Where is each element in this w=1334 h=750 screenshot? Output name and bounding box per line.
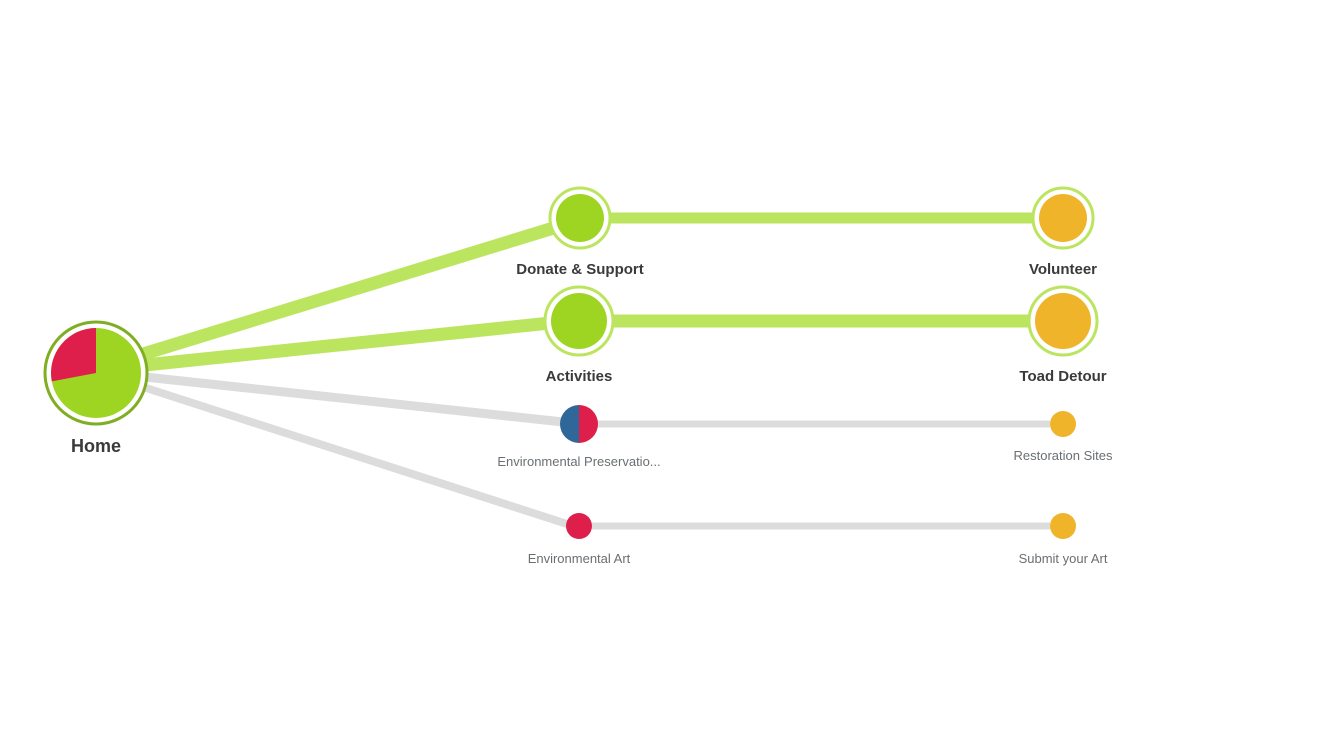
link-home-activities	[138, 315, 567, 372]
links	[133, 212, 1050, 530]
node-label-submit-your-art: Submit your Art	[1019, 551, 1108, 566]
node-submit-your-art[interactable]: Submit your Art	[1019, 513, 1108, 566]
envpres-half-blue	[560, 405, 579, 443]
node-label-environmental-preservation: Environmental Preservatio...	[497, 454, 660, 469]
node-label-toad-detour: Toad Detour	[1019, 368, 1106, 385]
node-label-home: Home	[71, 436, 121, 456]
node-volunteer[interactable]: Volunteer	[1029, 186, 1097, 278]
link-home-envart	[136, 382, 571, 528]
envpres-half-red	[579, 405, 598, 443]
node-label-restoration-sites: Restoration Sites	[1014, 448, 1113, 463]
node-home[interactable]: Home	[43, 320, 149, 456]
node-environmental-preservation[interactable]: Environmental Preservatio...	[497, 405, 661, 469]
node-label-environmental-art: Environmental Art	[528, 551, 631, 566]
home-pie-red	[51, 328, 96, 382]
node-label-donate-support: Donate & Support	[516, 261, 644, 278]
node-environmental-art[interactable]: Environmental Art	[528, 513, 631, 566]
link-home-donate	[133, 219, 567, 362]
link-home-envpres	[140, 372, 568, 427]
node-donate-support[interactable]: Donate & Support	[516, 186, 644, 278]
node-label-activities: Activities	[546, 368, 613, 385]
node-label-volunteer: Volunteer	[1029, 261, 1097, 278]
node-toad-detour[interactable]: Toad Detour	[1019, 285, 1107, 385]
node-activities[interactable]: Activities	[543, 285, 615, 385]
node-restoration-sites[interactable]: Restoration Sites	[1014, 411, 1113, 463]
